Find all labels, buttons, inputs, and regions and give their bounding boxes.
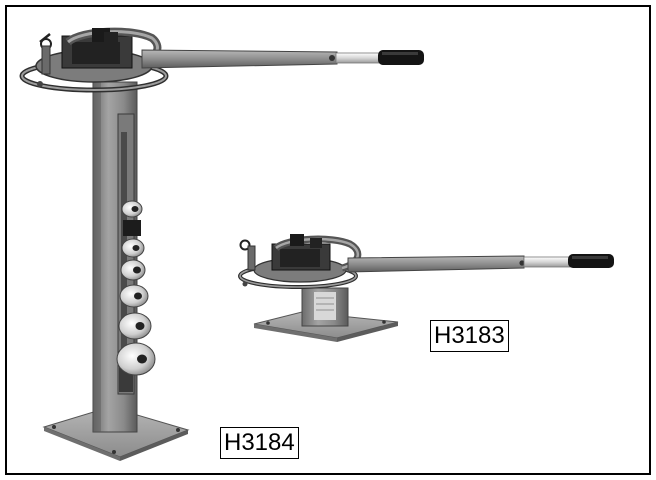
bench-handle-arm — [347, 254, 614, 273]
stand-handle-arm — [141, 49, 424, 69]
model-label-bench-bender: H3183 — [430, 320, 509, 352]
stand-bender — [19, 27, 424, 461]
stand-bending-head — [19, 27, 169, 93]
bench-bending-head — [238, 234, 362, 289]
stand-dies — [116, 200, 156, 376]
figure-frame: H3184 H3183 — [5, 5, 651, 475]
bench-bender — [238, 234, 614, 342]
product-illustration — [19, 27, 614, 461]
model-label-stand-bender: H3184 — [220, 427, 299, 459]
